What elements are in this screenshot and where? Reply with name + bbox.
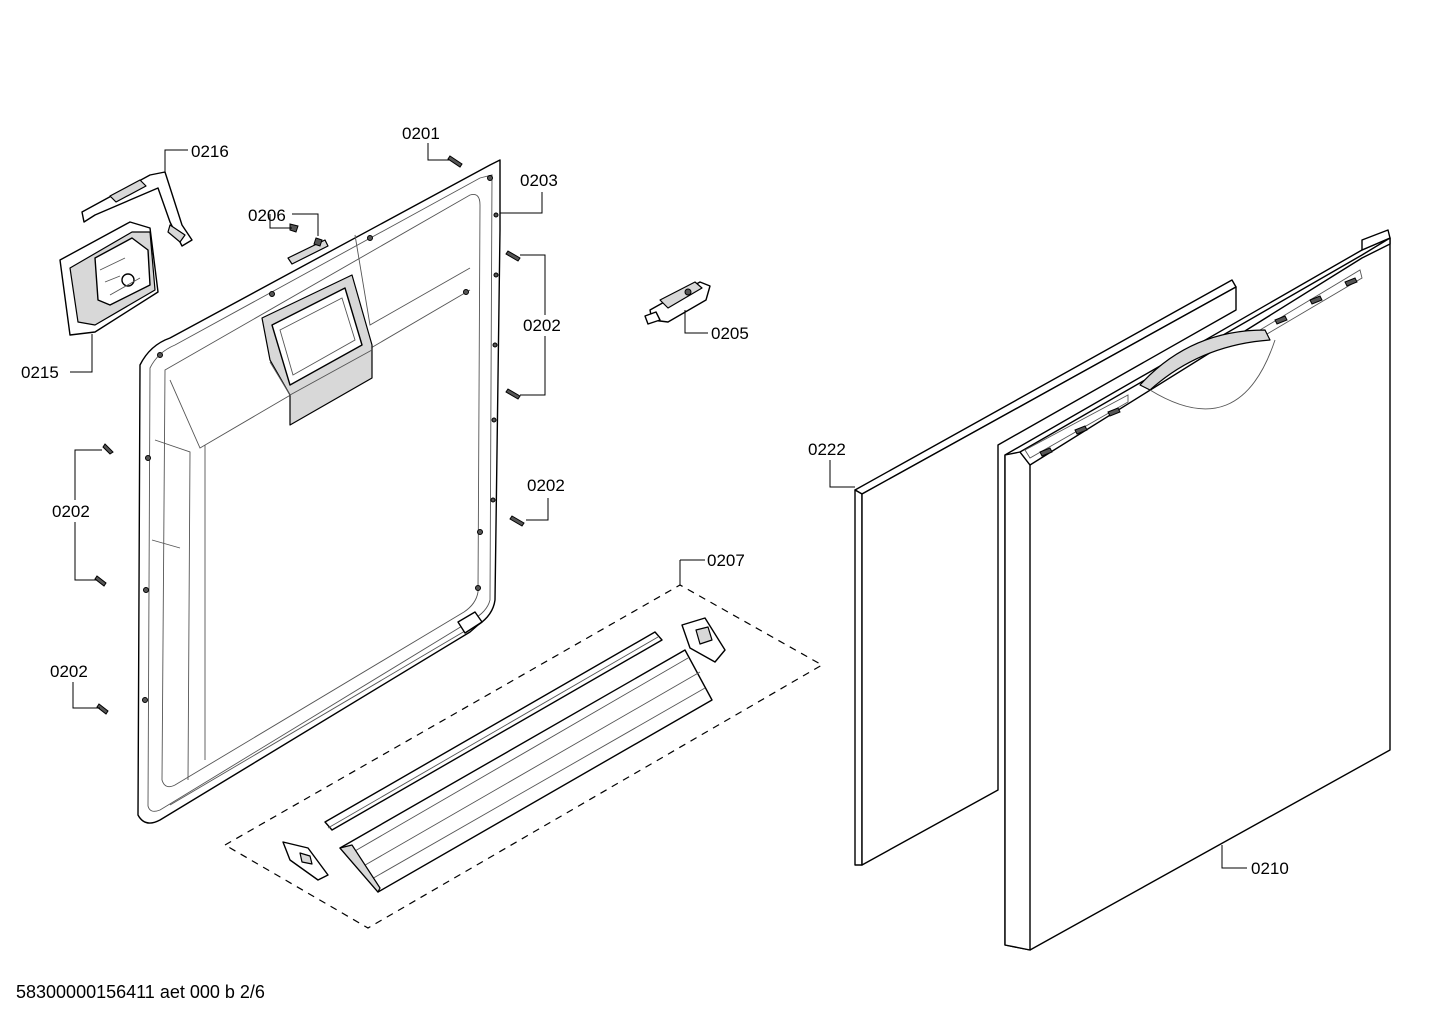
label-0210: 0210 <box>1251 859 1289 878</box>
label-0202-left-bottom: 0202 <box>50 662 88 681</box>
label-0205: 0205 <box>711 324 749 343</box>
leader-lines <box>70 143 1247 869</box>
label-0201: 0201 <box>402 124 440 143</box>
label-0206: 0206 <box>248 206 286 225</box>
label-0207: 0207 <box>707 551 745 570</box>
latch-part <box>644 281 711 325</box>
label-0202-right-top: 0202 <box>523 316 561 335</box>
inner-door-frame <box>137 159 501 824</box>
label-0216: 0216 <box>191 142 229 161</box>
label-0202-left-middle: 0202 <box>52 502 90 521</box>
front-panel-thin <box>854 279 1237 866</box>
front-door-panel <box>1004 229 1391 951</box>
label-0215: 0215 <box>21 363 59 382</box>
control-bracket <box>81 171 193 247</box>
part-labels: 0201 0203 0206 0216 0215 0202 0205 0202 … <box>21 124 1289 878</box>
rail-group <box>223 584 824 929</box>
label-0222: 0222 <box>808 440 846 459</box>
drawing-reference-number: 58300000156411 aet 000 b 2/6 <box>16 982 265 1002</box>
label-0202-right-bottom: 0202 <box>527 476 565 495</box>
label-0203: 0203 <box>520 171 558 190</box>
screws <box>94 155 525 715</box>
control-module <box>59 221 159 336</box>
